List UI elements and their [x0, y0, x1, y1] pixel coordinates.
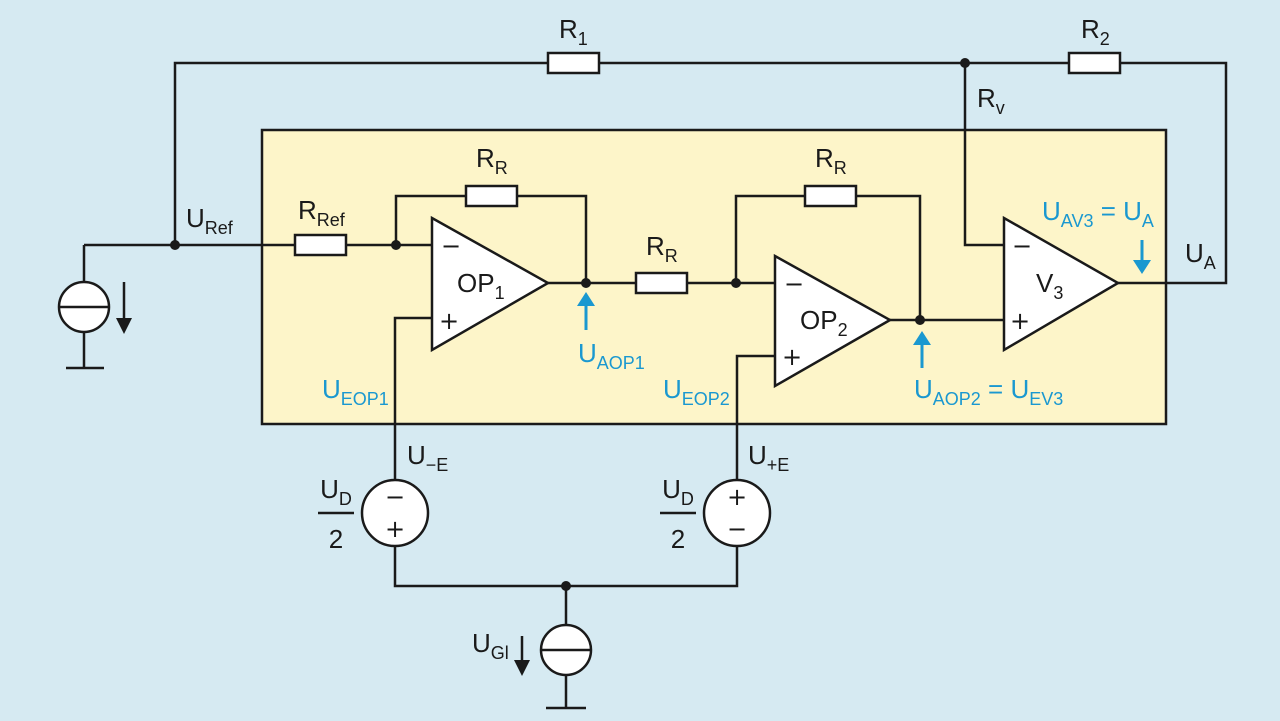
resistor-rr-mid	[634, 271, 689, 295]
fraction-ud-left: UD 2	[318, 474, 354, 554]
label-rr-mid: RR	[646, 231, 678, 266]
svg-text:UD: UD	[320, 474, 352, 509]
op1-minus-sign: −	[441, 232, 461, 260]
resistor-rref	[293, 233, 348, 257]
label-rr1: RR	[476, 143, 508, 178]
opamp-op2	[773, 253, 893, 389]
source-ud-right	[702, 478, 772, 548]
reference-source	[57, 280, 132, 334]
opamp-op1	[430, 215, 551, 353]
label-uaop1: UAOP1	[578, 338, 645, 373]
amplifier-v3	[1002, 215, 1121, 353]
voltage-arrows	[577, 240, 1151, 368]
fraction-ud-right: UD 2	[660, 474, 696, 554]
resistor-r2	[1067, 51, 1122, 75]
label-uref: URef	[186, 203, 234, 238]
label-ueop2: UEOP2	[663, 374, 730, 409]
label-r2: R2	[1081, 14, 1110, 49]
label-ueop1: UEOP1	[322, 374, 389, 409]
label-ugl: UGl	[472, 628, 509, 663]
label-u-minus-e: U−E	[407, 440, 448, 475]
ud-left-top-sign: −	[385, 483, 405, 511]
resistor-rr1	[464, 184, 519, 208]
ground-source-ugl	[514, 623, 593, 677]
junctions	[170, 58, 970, 591]
label-v3: V3	[1036, 268, 1063, 303]
svg-text:UD: UD	[662, 474, 694, 509]
svg-text:2: 2	[671, 524, 685, 554]
op2-minus-sign: −	[784, 270, 804, 298]
label-rv: Rv	[977, 83, 1005, 118]
source-ud-left	[360, 478, 430, 548]
op1-plus-sign: +	[439, 307, 459, 335]
v3-minus-sign: −	[1012, 232, 1032, 260]
label-ua: UA	[1185, 238, 1216, 273]
svg-text:2: 2	[329, 524, 343, 554]
label-r1: R1	[559, 14, 588, 49]
label-rref: RRef	[298, 195, 346, 230]
label-op2: OP2	[800, 305, 848, 340]
label-uav3-equals-ua: UAV3 = UA	[1042, 196, 1154, 231]
resistor-rr2	[803, 184, 858, 208]
resistor-r1	[546, 51, 601, 75]
v3-plus-sign: +	[1010, 307, 1030, 335]
op2-plus-sign: +	[782, 343, 802, 371]
label-uaop2-equals-uev3: UAOP2 = UEV3	[914, 374, 1063, 409]
label-u-plus-e: U+E	[748, 440, 789, 475]
ud-right-bottom-sign: −	[727, 515, 747, 543]
label-rr2: RR	[815, 143, 847, 178]
ud-right-top-sign: +	[727, 483, 747, 511]
label-op1: OP1	[457, 268, 505, 303]
ud-left-bottom-sign: +	[385, 515, 405, 543]
